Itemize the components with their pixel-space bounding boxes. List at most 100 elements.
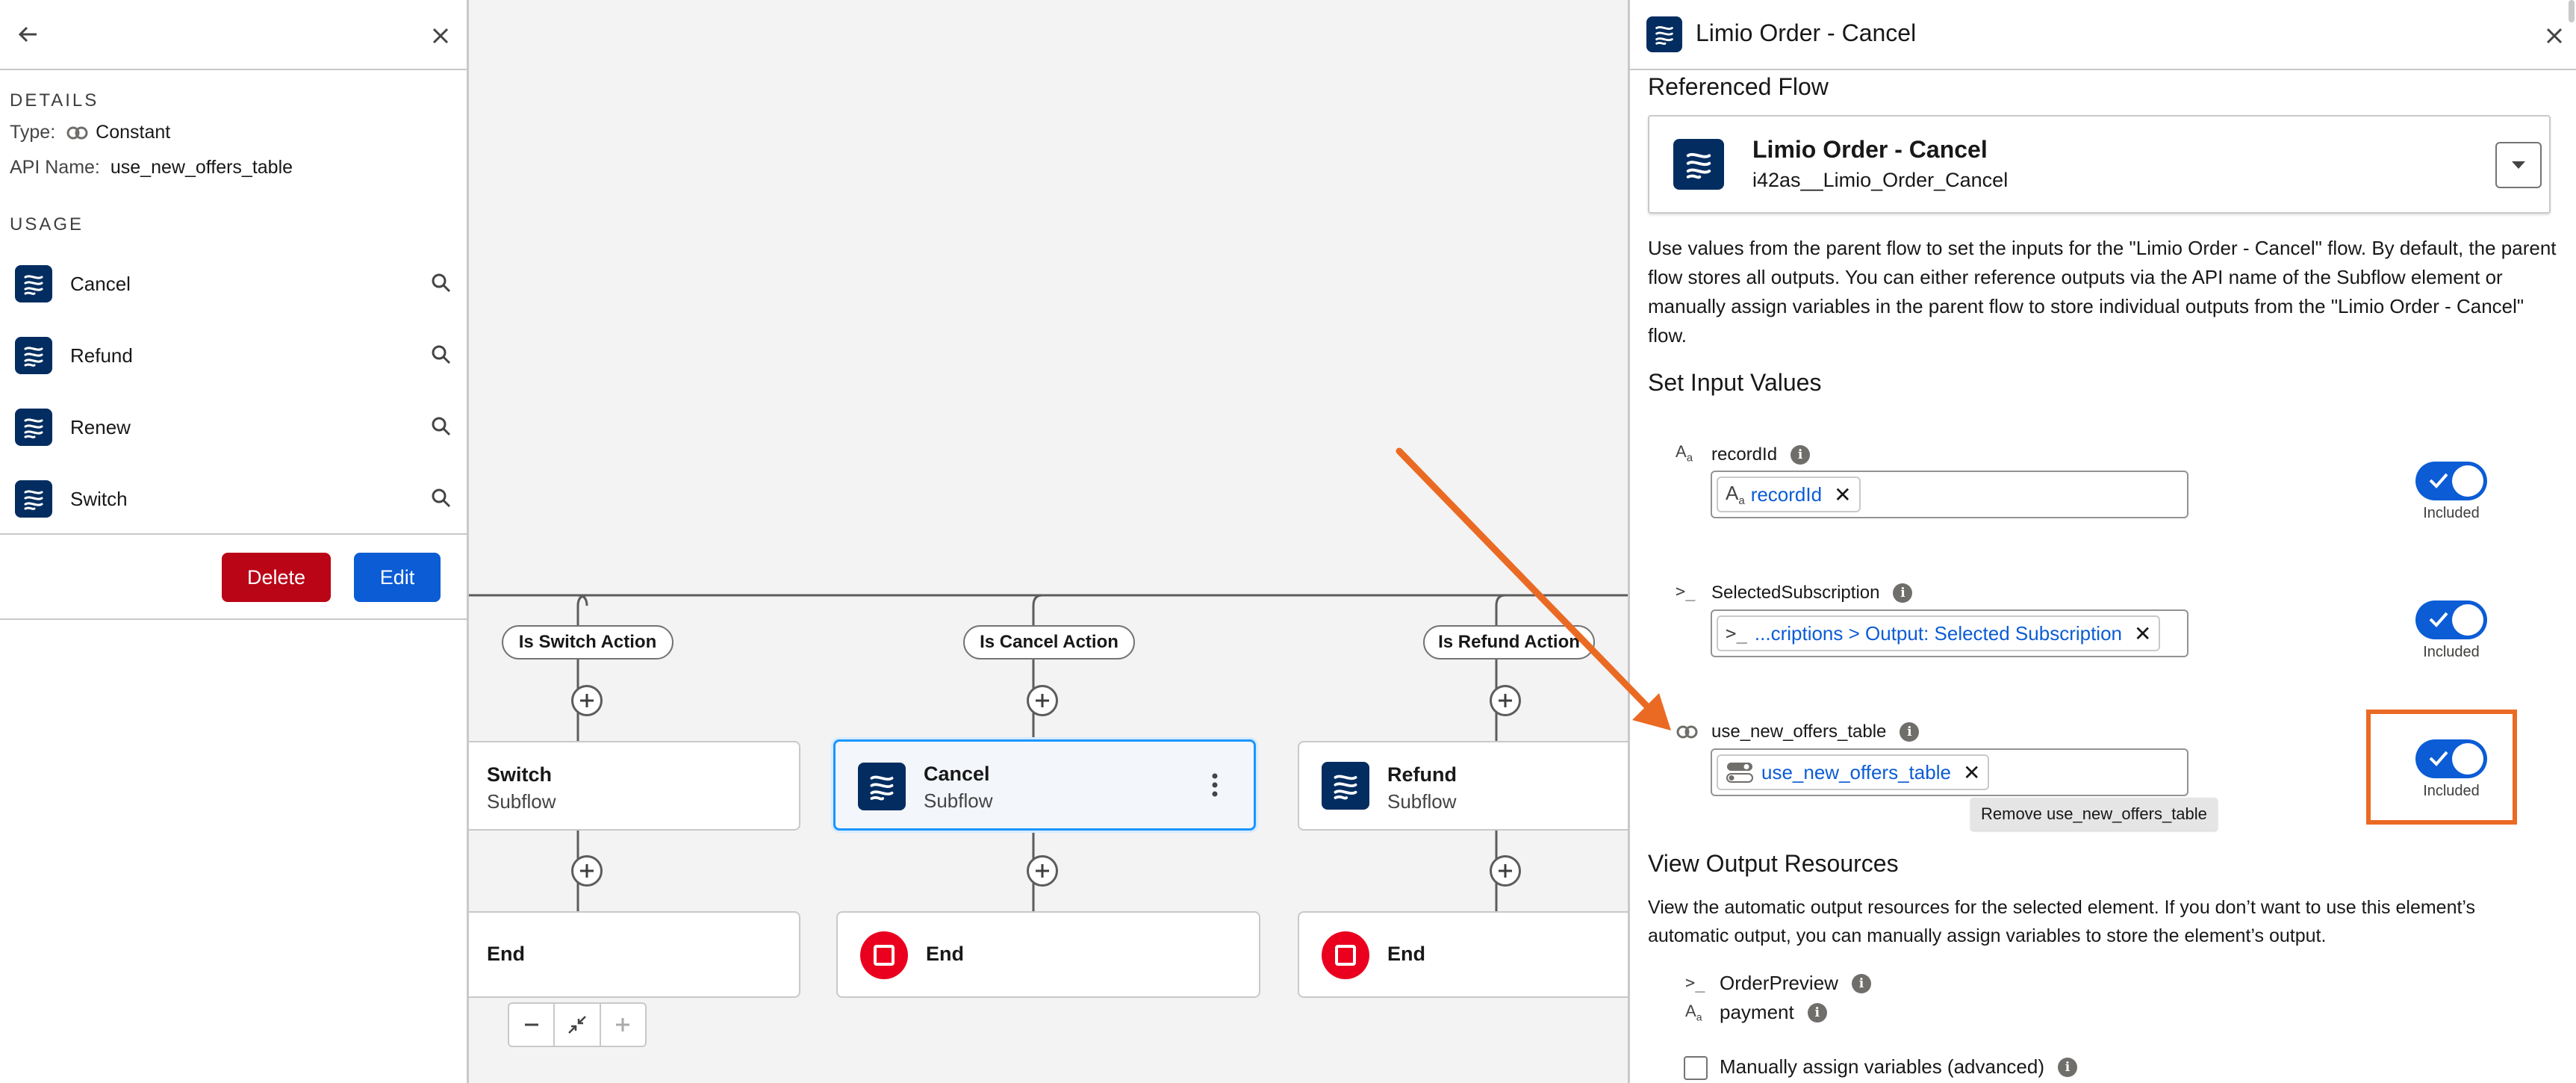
end-node-label: End — [487, 943, 525, 965]
include-toggle-selectedsubscription[interactable]: Included — [2414, 601, 2489, 661]
referenced-flow-selector[interactable]: Limio Order - Cancel i42as__Limio_Order_… — [1648, 115, 2551, 214]
close-icon[interactable] — [426, 21, 455, 51]
add-element-button[interactable] — [1490, 855, 1521, 887]
resource-pill[interactable]: use_new_offers_table ✕ — [1717, 754, 1990, 790]
properties-panel-header: Limio Order - Cancel — [1630, 0, 2576, 70]
search-icon[interactable] — [430, 487, 452, 513]
close-icon[interactable] — [2539, 21, 2569, 51]
toggle-switch[interactable] — [2415, 462, 2487, 500]
input-field-selectedsubscription[interactable]: >_ ...criptions > Output: Selected Subsc… — [1711, 609, 2188, 657]
manual-assign-checkbox[interactable] — [1684, 1056, 1708, 1080]
add-element-button[interactable] — [571, 685, 603, 716]
subflow-icon — [15, 337, 52, 374]
info-icon[interactable]: i — [2058, 1057, 2078, 1077]
resource-pill[interactable]: >_ ...criptions > Output: Selected Subsc… — [1717, 615, 2161, 651]
check-icon — [2429, 612, 2448, 627]
api-name-value: use_new_offers_table — [110, 157, 293, 178]
check-icon — [2429, 473, 2448, 488]
usage-item-label: Switch — [70, 487, 128, 510]
info-icon[interactable]: i — [1807, 1002, 1827, 1023]
add-element-button[interactable] — [1490, 685, 1521, 716]
info-icon[interactable]: i — [1791, 445, 1811, 465]
include-toggle-recordid[interactable]: Included — [2414, 462, 2489, 522]
search-icon[interactable] — [430, 272, 452, 298]
checkbox-label-text: Manually assign variables (advanced) — [1720, 1055, 2045, 1078]
info-icon[interactable]: i — [1893, 583, 1913, 603]
divider — [0, 533, 467, 535]
add-element-button[interactable] — [571, 855, 603, 887]
remove-icon[interactable]: ✕ — [1834, 482, 1852, 506]
formula-icon: >_ — [1726, 623, 1747, 644]
zoom-in-button[interactable] — [601, 1004, 645, 1046]
input-name: SelectedSubscription — [1711, 583, 1880, 603]
edit-button[interactable]: Edit — [354, 553, 441, 602]
flow-node-refund[interactable]: Refund Subflow — [1298, 741, 1628, 831]
api-name-key: API Name: — [10, 157, 100, 178]
toggle-switch[interactable] — [2415, 601, 2487, 639]
toggle-knob — [2452, 604, 2483, 636]
search-icon[interactable] — [430, 415, 452, 441]
branch-label-switch[interactable]: Is Switch Action — [502, 625, 673, 660]
referenced-flow-name: Limio Order - Cancel — [1752, 136, 1988, 163]
delete-button[interactable]: Delete — [222, 553, 331, 602]
branch-label-refund[interactable]: Is Refund Action — [1423, 625, 1595, 660]
output-item-payment: Aa payment i — [1685, 1001, 1827, 1024]
divider — [0, 618, 467, 620]
flow-node-cancel[interactable]: Cancel Subflow — [833, 739, 1256, 831]
include-toggle-use-new-offers-table[interactable]: Included — [2414, 739, 2489, 800]
input-field-use-new-offers-table[interactable]: use_new_offers_table ✕ — [1711, 748, 2188, 796]
subflow-properties-panel: Limio Order - Cancel Referenced Flow Lim… — [1628, 0, 2576, 1083]
subflow-icon — [1646, 16, 1682, 52]
resource-pill[interactable]: Aa recordId ✕ — [1717, 477, 1861, 512]
usage-item-switch[interactable]: Switch — [15, 477, 455, 521]
chevron-down-icon — [2512, 161, 2525, 169]
type-key: Type: — [10, 122, 56, 143]
search-icon[interactable] — [430, 344, 452, 370]
flow-node-switch[interactable]: Switch Subflow — [469, 741, 800, 831]
details-heading: DETAILS — [10, 90, 99, 111]
scrollbar[interactable] — [2569, 0, 2575, 22]
check-icon — [2429, 751, 2448, 766]
node-subtitle: Subflow — [487, 790, 556, 813]
info-icon[interactable]: i — [1851, 973, 1871, 993]
input-label-selectedsubscription: SelectedSubscription i — [1711, 583, 1913, 603]
remove-icon[interactable]: ✕ — [2134, 621, 2152, 645]
output-item-orderpreview: >_ OrderPreview i — [1685, 972, 1871, 995]
input-label-recordid: recordId i — [1711, 444, 1811, 465]
input-field-recordid[interactable]: Aa recordId ✕ — [1711, 471, 2188, 518]
remove-icon[interactable]: ✕ — [1962, 760, 1981, 784]
fit-view-button[interactable] — [555, 1004, 601, 1046]
toggle-knob — [2452, 743, 2483, 775]
referenced-flow-heading: Referenced Flow — [1648, 73, 1829, 100]
remove-tooltip: Remove use_new_offers_table — [1970, 798, 2218, 831]
flow-canvas[interactable]: Is Switch Action Is Cancel Action Is Ref… — [469, 0, 1628, 1083]
toggle-switch[interactable] — [2415, 739, 2487, 778]
add-element-button[interactable] — [1027, 685, 1058, 716]
type-value: Constant — [96, 122, 171, 143]
subflow-icon — [15, 480, 52, 518]
annotation-highlight-box — [2366, 710, 2517, 825]
zoom-out-button[interactable] — [509, 1004, 556, 1046]
text-icon: Aa — [1726, 481, 1745, 508]
usage-item-cancel[interactable]: Cancel — [15, 261, 455, 306]
end-node[interactable]: End — [469, 911, 800, 998]
subflow-icon — [858, 763, 906, 810]
dropdown-button[interactable] — [2495, 142, 2542, 188]
branch-label-cancel[interactable]: Is Cancel Action — [963, 625, 1135, 660]
pill-value: use_new_offers_table — [1761, 760, 1951, 783]
zoom-controls — [508, 1002, 647, 1047]
end-node[interactable]: End — [836, 911, 1260, 998]
panel-title: Limio Order - Cancel — [1696, 19, 1917, 46]
more-actions-icon[interactable] — [1210, 772, 1219, 802]
toggle-caption: Included — [2423, 505, 2480, 521]
referenced-flow-api-name: i42as__Limio_Order_Cancel — [1752, 169, 2009, 191]
input-name: recordId — [1711, 444, 1778, 465]
end-node[interactable]: End — [1298, 911, 1628, 998]
back-arrow-icon[interactable] — [13, 19, 43, 49]
resource-details-panel: DETAILS Type: Constant API Name: use_new… — [0, 0, 469, 1083]
usage-item-refund[interactable]: Refund — [15, 333, 455, 378]
output-description: View the automatic output resources for … — [1648, 897, 2476, 946]
usage-item-renew[interactable]: Renew — [15, 405, 455, 450]
add-element-button[interactable] — [1027, 855, 1058, 887]
info-icon[interactable]: i — [1900, 722, 1920, 742]
